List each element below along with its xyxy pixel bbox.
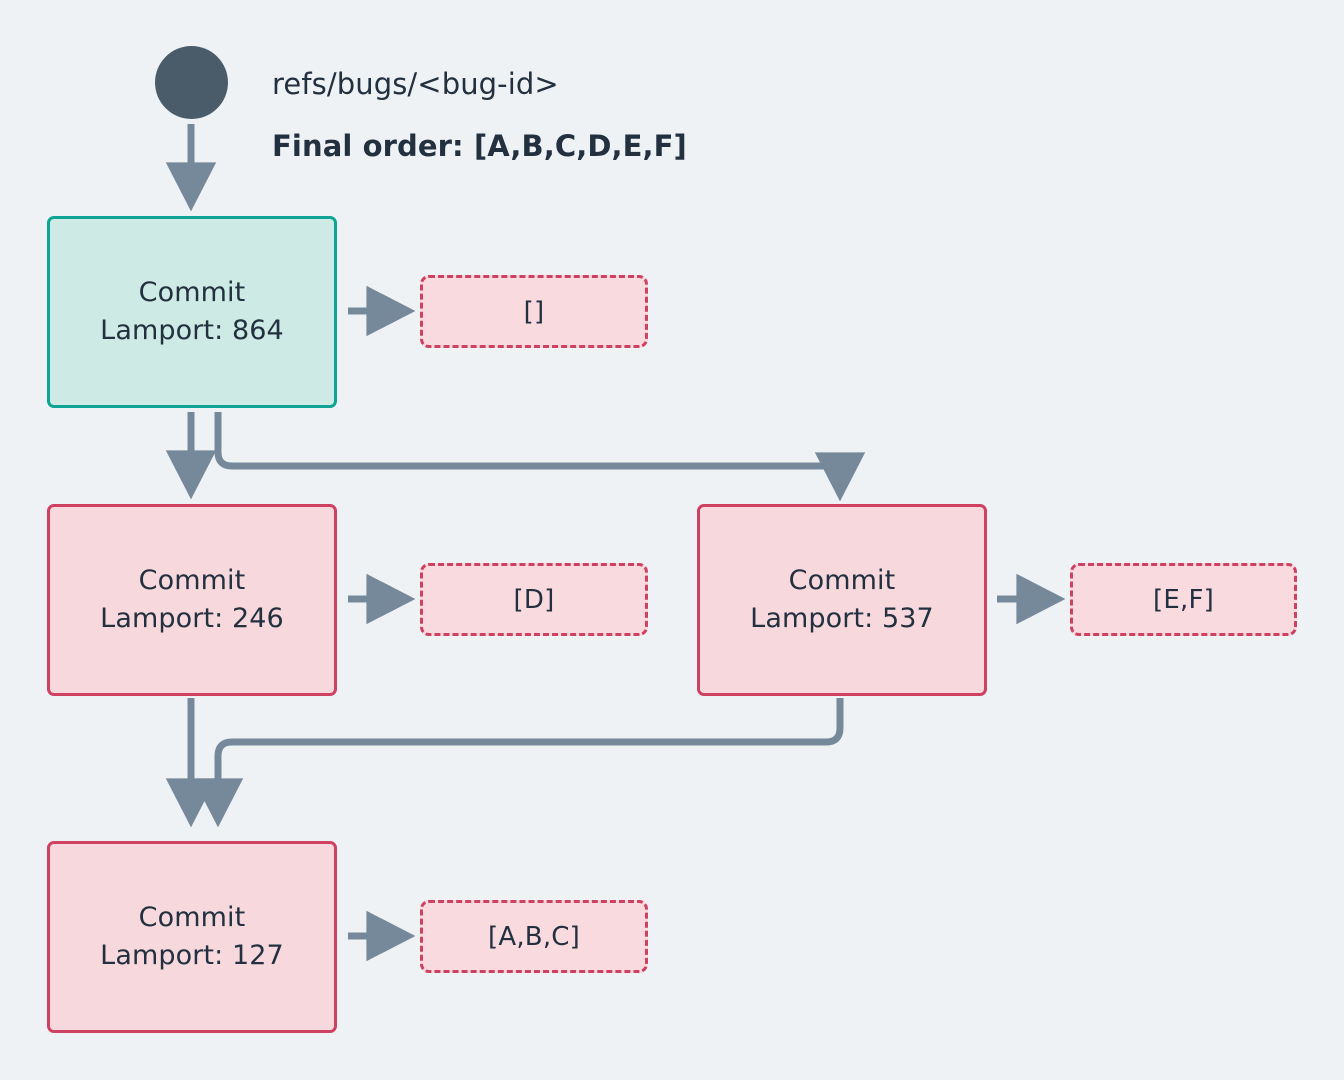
chip-127-label: [A,B,C]: [488, 921, 580, 952]
chip-246[interactable]: [D]: [420, 563, 648, 636]
edge-537-to-127: [192, 698, 844, 828]
commit-node-246-lamport: Lamport: 246: [100, 603, 284, 634]
chip-864[interactable]: []: [420, 275, 648, 348]
commit-node-864-lamport: Lamport: 864: [100, 315, 284, 346]
commit-node-537-title: Commit: [788, 564, 896, 596]
commit-node-537[interactable]: Commit Lamport: 537: [697, 504, 987, 696]
commit-node-127[interactable]: Commit Lamport: 127: [47, 841, 337, 1033]
commit-node-864-title: Commit: [138, 276, 246, 308]
commit-node-127-title: Commit: [138, 901, 246, 933]
commit-node-246[interactable]: Commit Lamport: 246: [47, 504, 337, 696]
commit-node-246-title: Commit: [138, 564, 246, 596]
chip-537[interactable]: [E,F]: [1070, 563, 1297, 636]
commit-node-537-lamport: Lamport: 537: [750, 603, 934, 634]
chip-537-label: [E,F]: [1153, 584, 1214, 615]
root-commit-dot: [155, 46, 228, 119]
chip-864-label: []: [523, 296, 545, 327]
chip-246-label: [D]: [513, 584, 555, 615]
commit-node-864[interactable]: Commit Lamport: 864: [47, 216, 337, 408]
edge-864-to-537: [214, 412, 866, 502]
chip-127[interactable]: [A,B,C]: [420, 900, 648, 973]
final-order-label: Final order: [A,B,C,D,E,F]: [272, 129, 687, 163]
ref-path-label: refs/bugs/<bug-id>: [272, 67, 559, 101]
commit-node-127-lamport: Lamport: 127: [100, 940, 284, 971]
